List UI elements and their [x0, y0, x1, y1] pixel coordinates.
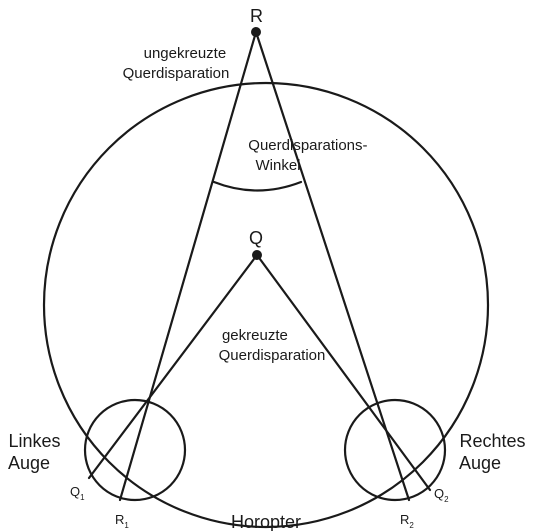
line-Q-to-Q2 [257, 255, 430, 490]
crossed-disparity-label: gekreuzte Querdisparation [219, 327, 326, 364]
uncrossed-disparity-label: ungekreuzte Querdisparation [123, 45, 231, 82]
disparity-angle-arc [214, 182, 301, 191]
line-R-to-R1 [120, 32, 256, 500]
point-R-label: R [250, 6, 263, 26]
line-Q-to-Q1 [89, 255, 257, 478]
point-R-dot [251, 27, 261, 37]
point-Q-dot [252, 250, 262, 260]
disparity-angle-label: Querdisparations- Winkel [248, 137, 371, 174]
right-eye-label: Rechtes Auge [459, 431, 531, 473]
horopter-label: Horopter [231, 512, 301, 531]
point-R1-label: R1 [115, 512, 129, 530]
left-eye-label: Linkes Auge [8, 431, 66, 473]
point-Q1-label: Q1 [70, 484, 85, 502]
point-Q-label: Q [249, 228, 263, 248]
point-R2-label: R2 [400, 512, 414, 530]
point-Q2-label: Q2 [434, 486, 449, 504]
